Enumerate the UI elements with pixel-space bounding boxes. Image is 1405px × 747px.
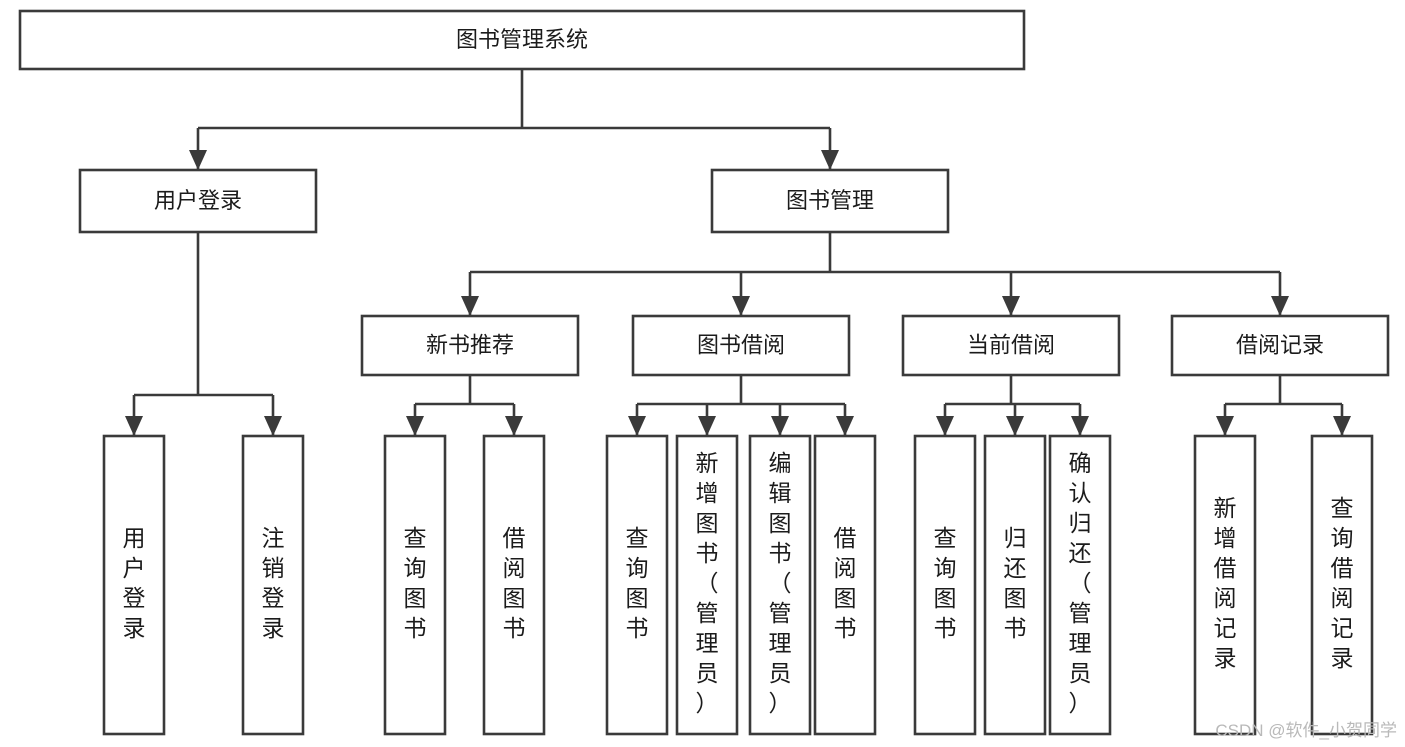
node-level3-新书推荐-0[interactable]: 新书推荐 bbox=[360, 314, 580, 377]
arrow-head-icon bbox=[1006, 416, 1024, 436]
node-label: 用户登录 bbox=[123, 525, 146, 641]
node-leaf-注销登录-1[interactable]: 注销登录 bbox=[241, 434, 305, 736]
node-box bbox=[710, 168, 950, 234]
node-label: 查询图书 bbox=[404, 525, 427, 641]
arrow-head-icon bbox=[1271, 296, 1289, 316]
csdn-watermark: CSDN @软件_小贺同学 bbox=[1215, 721, 1397, 740]
node-label: 新书推荐 bbox=[426, 332, 514, 357]
node-leaf-查询图书-8[interactable]: 查询图书 bbox=[913, 434, 977, 736]
node-label: 借阅记录 bbox=[1236, 332, 1324, 357]
arrow-head-icon bbox=[836, 416, 854, 436]
node-label: 编辑图书（管理员） bbox=[769, 450, 792, 716]
node-leaf-查询借阅记录-12[interactable]: 查询借阅记录 bbox=[1310, 434, 1374, 736]
node-level2-用户登录-0[interactable]: 用户登录 bbox=[78, 168, 318, 234]
arrow-head-icon bbox=[1333, 416, 1351, 436]
node-label: 归还图书 bbox=[1004, 525, 1027, 641]
arrow-head-icon bbox=[189, 150, 207, 170]
arrow-head-icon bbox=[125, 416, 143, 436]
arrow-head-icon bbox=[461, 296, 479, 316]
node-level3-图书借阅-1[interactable]: 图书借阅 bbox=[631, 314, 851, 377]
node-label: 图书管理系统 bbox=[456, 27, 588, 52]
node-leaf-新增图书管理员-5[interactable]: 新增图书（管理员） bbox=[675, 434, 739, 736]
node-box bbox=[383, 434, 447, 736]
node-level3-借阅记录-3[interactable]: 借阅记录 bbox=[1170, 314, 1390, 377]
node-label: 注销登录 bbox=[262, 525, 285, 641]
node-box bbox=[482, 434, 546, 736]
node-leaf-查询图书-4[interactable]: 查询图书 bbox=[605, 434, 669, 736]
node-box bbox=[360, 314, 580, 377]
arrow-head-icon bbox=[936, 416, 954, 436]
node-label: 查询图书 bbox=[626, 525, 649, 641]
node-layer: 图书管理系统用户登录图书管理新书推荐图书借阅当前借阅借阅记录用户登录注销登录查询… bbox=[18, 9, 1390, 736]
node-level3-当前借阅-2[interactable]: 当前借阅 bbox=[901, 314, 1121, 377]
node-box bbox=[1193, 434, 1257, 736]
node-leaf-新增借阅记录-11[interactable]: 新增借阅记录 bbox=[1193, 434, 1257, 736]
node-box bbox=[813, 434, 877, 736]
node-box bbox=[631, 314, 851, 377]
arrow-head-icon bbox=[1071, 416, 1089, 436]
connector-layer bbox=[125, 69, 1351, 436]
node-box bbox=[901, 314, 1121, 377]
node-box bbox=[1048, 434, 1112, 736]
node-label: 新增借阅记录 bbox=[1214, 495, 1237, 671]
node-leaf-查询图书-2[interactable]: 查询图书 bbox=[383, 434, 447, 736]
arrow-head-icon bbox=[406, 416, 424, 436]
node-label: 借阅图书 bbox=[834, 525, 857, 641]
node-label: 查询借阅记录 bbox=[1331, 495, 1354, 671]
arrow-head-icon bbox=[1002, 296, 1020, 316]
node-leaf-用户登录-0[interactable]: 用户登录 bbox=[102, 434, 166, 736]
node-label: 用户登录 bbox=[154, 188, 242, 213]
node-label: 图书管理 bbox=[786, 188, 874, 213]
arrow-head-icon bbox=[1216, 416, 1234, 436]
node-leaf-借阅图书-7[interactable]: 借阅图书 bbox=[813, 434, 877, 736]
node-box bbox=[78, 168, 318, 234]
node-root-图书管理系统-0[interactable]: 图书管理系统 bbox=[18, 9, 1026, 71]
node-leaf-编辑图书管理员-6[interactable]: 编辑图书（管理员） bbox=[748, 434, 812, 736]
node-box bbox=[913, 434, 977, 736]
node-label: 图书借阅 bbox=[697, 332, 785, 357]
arrow-head-icon bbox=[771, 416, 789, 436]
node-box bbox=[605, 434, 669, 736]
node-label: 确认归还（管理员） bbox=[1069, 450, 1092, 716]
arrow-head-icon bbox=[698, 416, 716, 436]
node-box bbox=[748, 434, 812, 736]
node-box bbox=[1310, 434, 1374, 736]
node-leaf-确认归还管理员-10[interactable]: 确认归还（管理员） bbox=[1048, 434, 1112, 736]
node-label: 新增图书（管理员） bbox=[696, 450, 719, 716]
node-box bbox=[1170, 314, 1390, 377]
node-leaf-借阅图书-3[interactable]: 借阅图书 bbox=[482, 434, 546, 736]
node-level2-图书管理-1[interactable]: 图书管理 bbox=[710, 168, 950, 234]
node-box bbox=[983, 434, 1047, 736]
node-leaf-归还图书-9[interactable]: 归还图书 bbox=[983, 434, 1047, 736]
node-box bbox=[18, 9, 1026, 71]
arrow-head-icon bbox=[821, 150, 839, 170]
arrow-head-icon bbox=[732, 296, 750, 316]
node-box bbox=[241, 434, 305, 736]
arrow-head-icon bbox=[505, 416, 523, 436]
node-box bbox=[102, 434, 166, 736]
arrow-head-icon bbox=[264, 416, 282, 436]
arrow-head-icon bbox=[628, 416, 646, 436]
node-label: 查询图书 bbox=[934, 525, 957, 641]
node-label: 借阅图书 bbox=[503, 525, 526, 641]
node-label: 当前借阅 bbox=[967, 332, 1055, 357]
node-box bbox=[675, 434, 739, 736]
